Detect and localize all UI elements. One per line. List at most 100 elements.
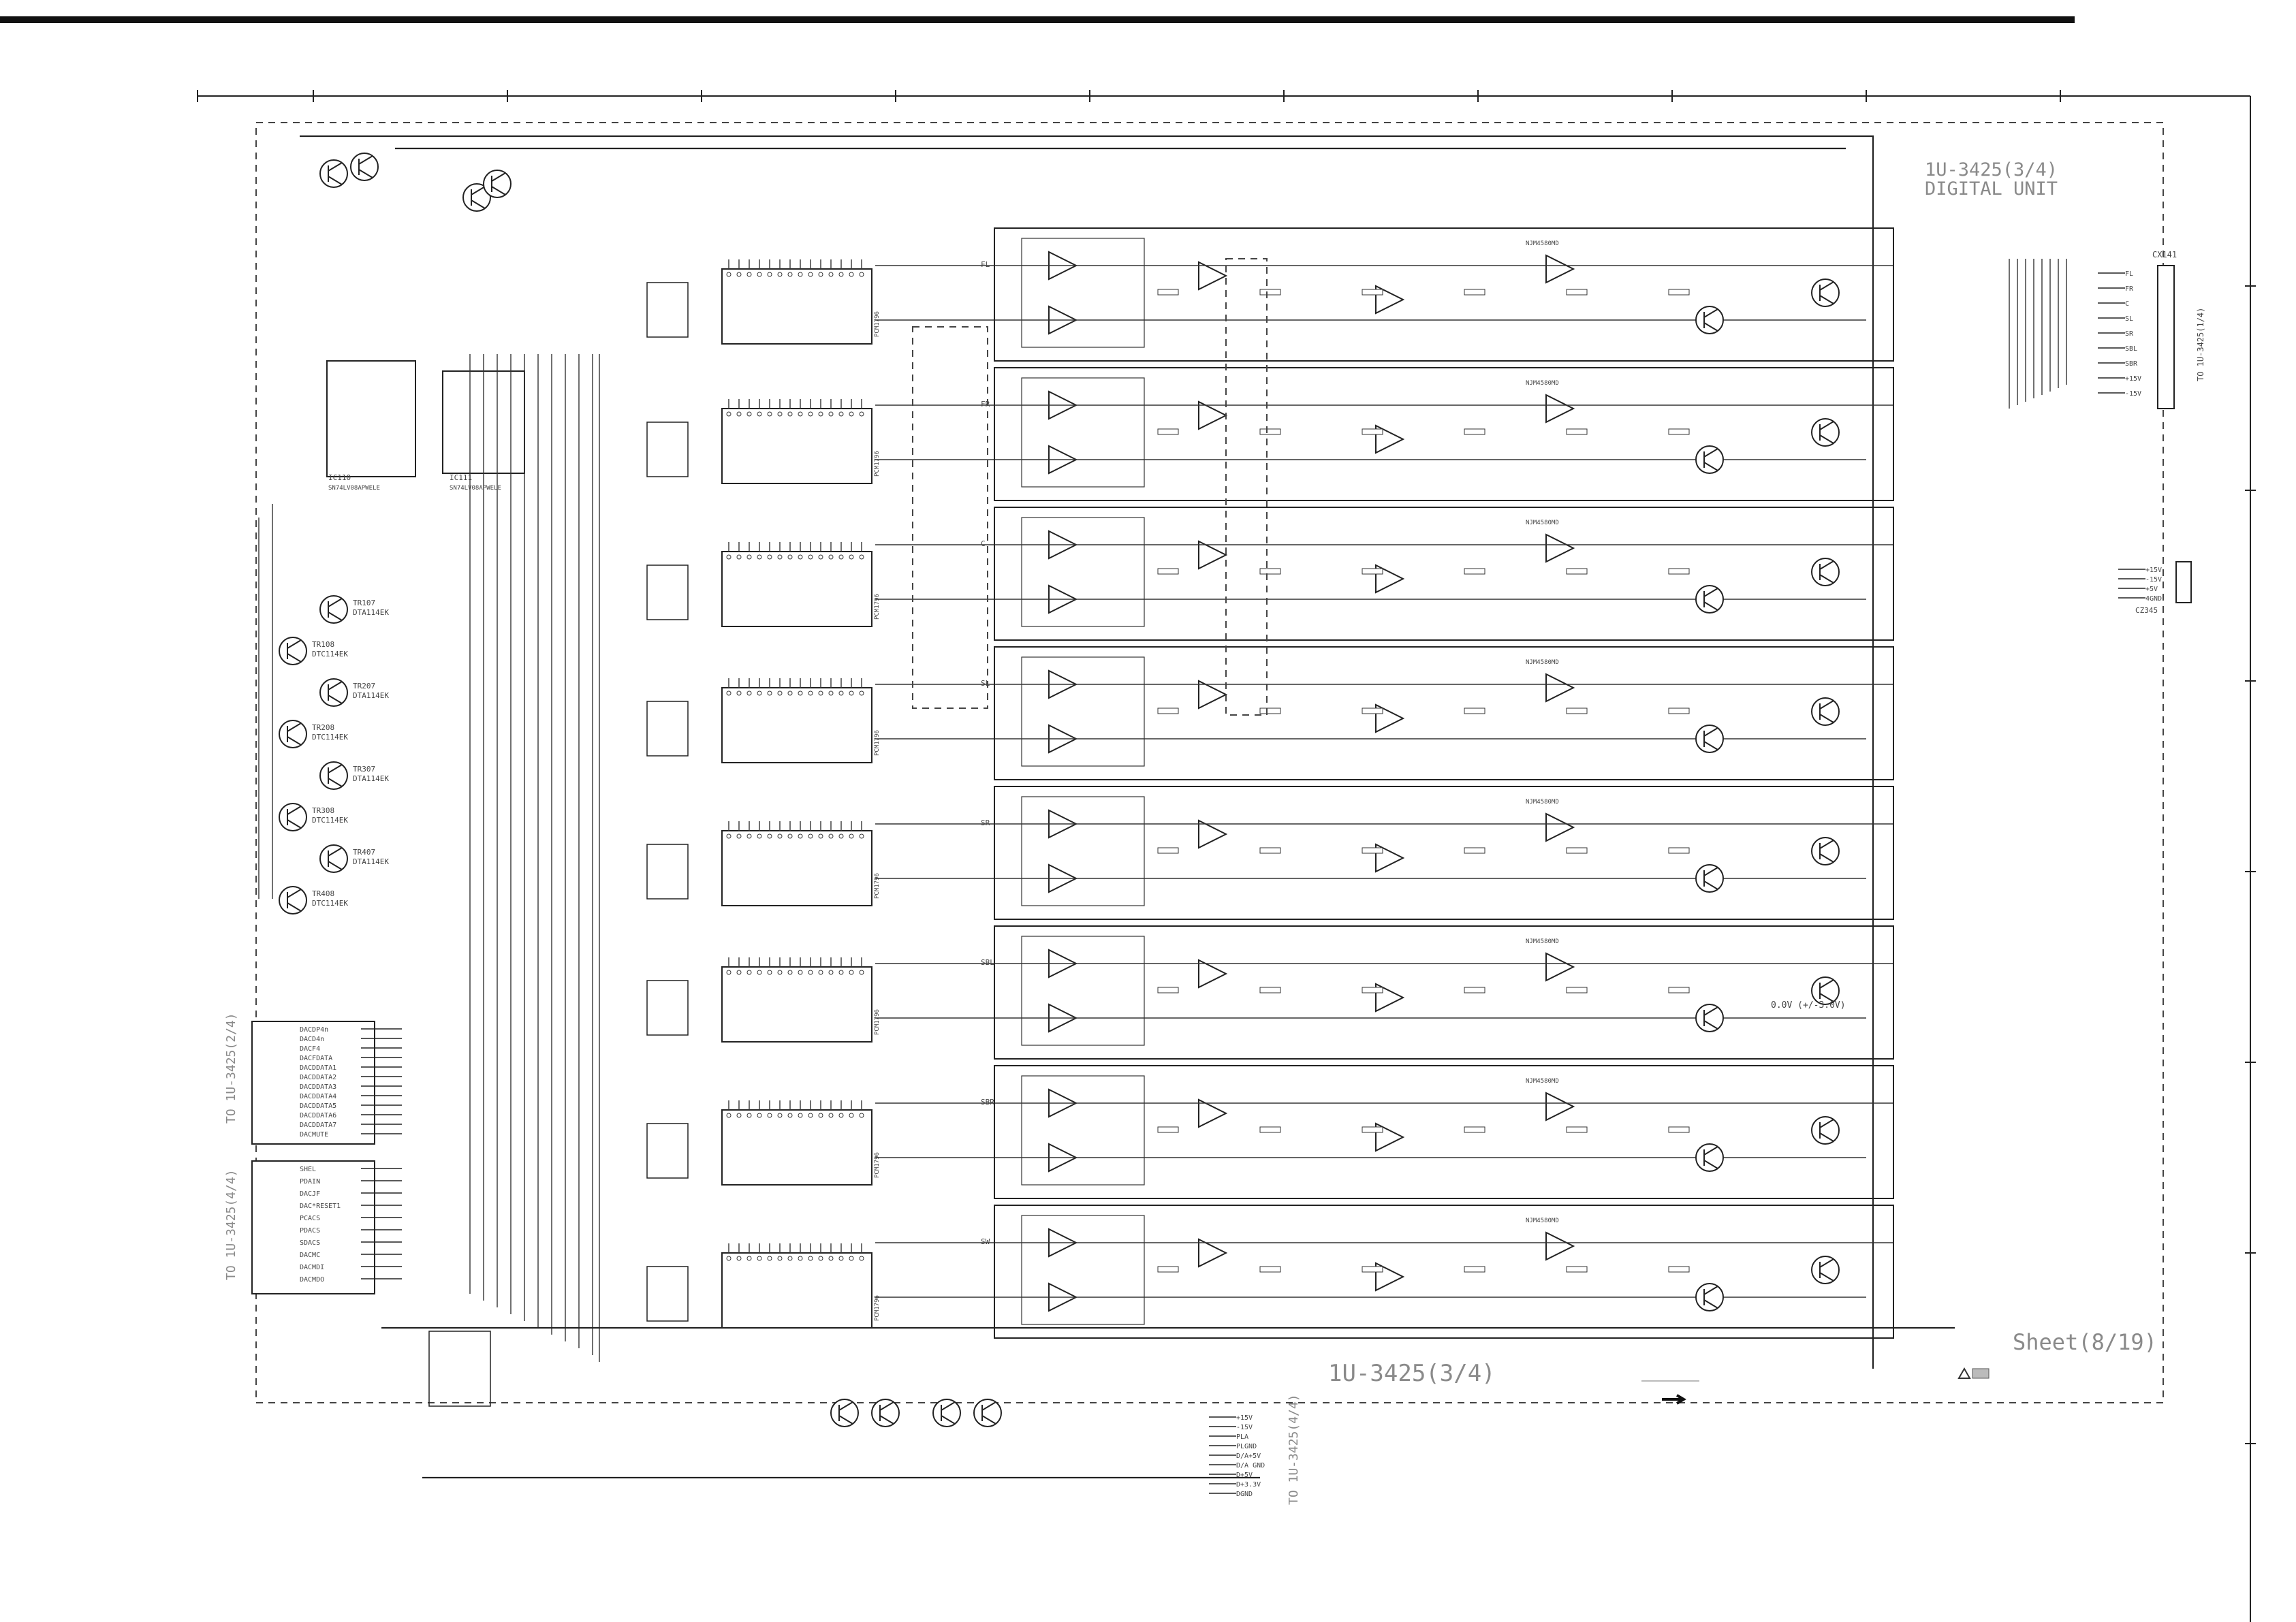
dac-pin-dot	[736, 970, 742, 975]
resistor-icon	[1464, 847, 1485, 854]
dac-pin-dot	[777, 1256, 783, 1261]
dac-pin-dot	[746, 554, 752, 560]
transistor-part: DTA114EK	[353, 774, 389, 783]
transistor-part: DTA114EK	[353, 608, 389, 617]
signal-label: DAC*RESET1	[300, 1203, 341, 1210]
resistor-icon	[1362, 987, 1383, 993]
transistor-collector	[1819, 560, 1834, 570]
dac-pin-dot	[849, 970, 854, 975]
amp-stage-box	[1021, 656, 1145, 767]
channel-label: SW	[981, 1237, 990, 1246]
opamp-icon	[1198, 261, 1228, 291]
dac-pin-dot	[818, 833, 823, 839]
resistor-icon	[1566, 847, 1588, 854]
resistor-icon	[1362, 568, 1383, 575]
dac-pin-dot	[787, 1113, 793, 1118]
dac-pin-dot	[777, 690, 783, 696]
transistor-ref: TR308	[312, 806, 334, 815]
resistor-icon	[1464, 1126, 1485, 1133]
dac-pin-dot	[828, 1113, 834, 1118]
transistor-emitter	[491, 186, 506, 195]
transistor-icon	[1695, 585, 1724, 614]
signal-label: -15V	[2125, 390, 2141, 398]
warning-box-icon	[1972, 1368, 1990, 1379]
signal-label: DACJF	[300, 1190, 320, 1198]
dac-part-label: PCM1796	[874, 311, 881, 337]
opamp-part-label: NJM4580MD	[1526, 1218, 1559, 1224]
dac-pin-dot	[767, 970, 772, 975]
channel-frame	[994, 1065, 1894, 1199]
transistor-emitter	[1703, 462, 1718, 471]
dac-pin-dot	[828, 411, 834, 417]
dac-pin-dot	[726, 554, 732, 560]
transistor-collector	[1819, 421, 1834, 430]
transistor-ref: TR207	[353, 682, 375, 690]
cz345-label: CZ345	[2135, 606, 2158, 615]
dac-pin-dot	[767, 690, 772, 696]
dac-pin-dot	[859, 1256, 864, 1261]
dac-pin-dot	[746, 833, 752, 839]
dac-pin-dot	[838, 272, 844, 277]
dac-pin-dot	[767, 1113, 772, 1118]
dac-part-label: PCM1796	[874, 594, 881, 620]
transistor-emitter	[941, 1415, 956, 1425]
transistor-icon	[1811, 558, 1840, 586]
dac-pin-dot	[757, 272, 762, 277]
resistor-icon	[1668, 987, 1690, 993]
transistor-emitter	[1703, 880, 1718, 890]
transistor-collector	[287, 639, 302, 649]
resistor-icon	[1566, 1126, 1588, 1133]
dac-pin-dot	[798, 1256, 803, 1261]
dac-pin-dot	[859, 1113, 864, 1118]
dac-pin-dot	[849, 1256, 854, 1261]
signal-label: SR	[2125, 330, 2134, 338]
legend-arrow-icon	[1662, 1394, 1686, 1405]
transistor-collector	[1819, 979, 1834, 989]
connector-2of4: TO 1U-3425(2/4)	[224, 1013, 375, 1145]
signal-label: FR	[2125, 285, 2134, 293]
channel-frame	[994, 1205, 1894, 1339]
resistor-icon	[1362, 1266, 1383, 1273]
transistor-emitter	[1703, 741, 1718, 750]
dac-chip-box	[721, 408, 872, 484]
transistor-emitter	[1819, 434, 1834, 444]
dac-pin-dot	[746, 690, 752, 696]
dac-pin-dot	[838, 411, 844, 417]
signal-label: PLGND	[1236, 1443, 1257, 1450]
opamp-icon	[1198, 1098, 1228, 1128]
dac-pin-dot	[859, 272, 864, 277]
resistor-icon	[1157, 289, 1179, 296]
dac-pin-dot	[787, 833, 793, 839]
transistor-collector	[491, 172, 506, 182]
signal-label: DACMDO	[300, 1276, 324, 1284]
relay-zone	[1225, 258, 1268, 716]
transistor-icon	[1695, 445, 1724, 474]
filter-block	[646, 564, 689, 620]
dac-pin-dot	[798, 1113, 803, 1118]
signal-label: PCACS	[300, 1215, 320, 1222]
dac-pin-dot	[787, 1256, 793, 1261]
dac-pin-dot	[818, 690, 823, 696]
resistor-icon	[1566, 428, 1588, 435]
dac-pin-dot	[787, 411, 793, 417]
dac-pin-dot	[859, 554, 864, 560]
dac-chip-box	[721, 268, 872, 345]
resistor-icon	[1464, 428, 1485, 435]
transistor-icon	[319, 844, 348, 873]
dac-pin-dot	[736, 411, 742, 417]
dac-pin-dot	[767, 554, 772, 560]
dac-pin-dot	[818, 272, 823, 277]
dac-pin-dot	[757, 690, 762, 696]
dac-pin-dot	[838, 554, 844, 560]
transistor-ref: TR108	[312, 640, 334, 649]
transistor-collector	[1703, 867, 1718, 876]
dac-pin-dot	[787, 554, 793, 560]
transistor-collector	[879, 1401, 894, 1411]
transistor-icon	[319, 595, 348, 624]
dac-pin-dot	[808, 411, 813, 417]
signal-label: DACD4n	[300, 1036, 324, 1043]
resistor-icon	[1362, 289, 1383, 296]
ic111-part: SN74LV08APWELE	[450, 485, 501, 492]
connector-4of4: TO 1U-3425(4/4)	[224, 1160, 375, 1294]
